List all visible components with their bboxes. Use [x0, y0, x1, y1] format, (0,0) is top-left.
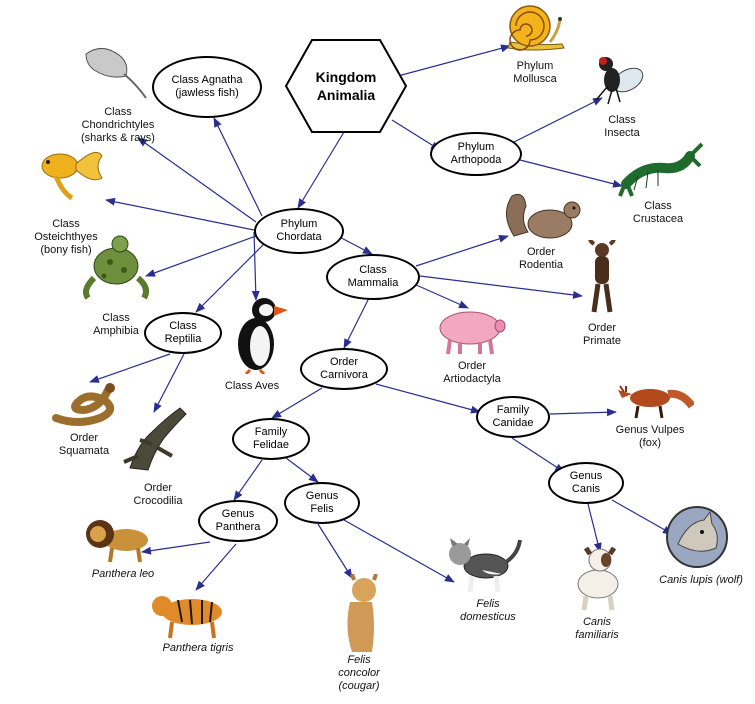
- cat-icon: [449, 538, 522, 593]
- label-class-amphibia: Class Amphibia: [93, 312, 139, 337]
- label-class-osteichthyes: Class Osteichthyes (bony fish): [34, 218, 98, 256]
- crayfish-icon: [618, 142, 704, 197]
- crocodile-icon: [123, 407, 187, 471]
- ray-icon: [85, 48, 147, 99]
- arrow-kingdom-chordata: [297, 131, 345, 209]
- label-canis-familiaris: Canis familiaris: [575, 616, 619, 641]
- node-family-canidae[interactable]: Family Canidae: [476, 396, 550, 438]
- wolf-icon: [666, 506, 728, 568]
- arrow-chordata-agnatha: [213, 117, 263, 217]
- arrow-chordata-chondrichthyes: [137, 137, 257, 223]
- arrow-mammalia-primate: [419, 275, 583, 299]
- node-order-carnivora[interactable]: Order Carnivora: [300, 348, 388, 390]
- label-canis-lupis: Canis lupis (wolf): [659, 574, 743, 586]
- label-felis-concolor: Felis concolor (cougar): [338, 654, 380, 692]
- arrow-chordata-amphibia: [145, 235, 257, 277]
- node-family-felidae[interactable]: Family Felidae: [232, 418, 310, 460]
- arrow-canidae-vulpes: [549, 408, 617, 417]
- node-genus-panthera[interactable]: Genus Panthera: [198, 500, 278, 542]
- arrow-carnivora-canidae: [375, 383, 481, 414]
- arrow-reptilia-squamata: [89, 353, 171, 383]
- tiger-icon: [152, 596, 222, 639]
- lion-icon: [86, 520, 148, 563]
- pig-icon: [439, 311, 506, 355]
- label-class-insecta: Class Insecta: [604, 114, 640, 139]
- label-order-crocodilia: Order Crocodilia: [133, 482, 183, 507]
- arrow-kingdom-mollusca: [397, 44, 511, 77]
- arrow-chordata-aves: [251, 231, 260, 301]
- kingdom-hexagon: [284, 39, 408, 133]
- label-class-crustacea: Class Crustacea: [632, 200, 684, 225]
- fly-icon: [595, 57, 644, 105]
- arrow-mammalia-rodentia: [415, 234, 509, 267]
- arrow-arthopoda-insecta: [513, 97, 603, 143]
- label-panthera-leo: Panthera leo: [91, 568, 155, 580]
- arrow-canis-familiaris: [587, 503, 602, 553]
- label-class-aves: Class Aves: [224, 380, 280, 392]
- label-order-squamata: Order Squamata: [58, 432, 110, 457]
- label-order-rodentia: Order Rodentia: [518, 246, 564, 271]
- node-genus-felis[interactable]: Genus Felis: [284, 482, 360, 524]
- cougar-cub-icon: [347, 574, 378, 652]
- arrow-chordata-osteichthyes: [105, 197, 255, 231]
- arrow-kingdom-arthopoda: [391, 119, 441, 151]
- node-class-mammalia[interactable]: Class Mammalia: [326, 254, 420, 300]
- label-genus-vulpes: Genus Vulpes (fox): [615, 424, 685, 449]
- label-felis-domesticus: Felis domesticus: [460, 598, 516, 623]
- snake-icon: [52, 383, 115, 426]
- dog-icon: [577, 546, 619, 611]
- squirrel-icon: [506, 193, 581, 239]
- node-kingdom-animalia[interactable]: Kingdom Animalia: [315, 69, 377, 103]
- arrow-reptilia-crocodilia: [153, 353, 185, 413]
- puffin-icon: [238, 298, 288, 374]
- fox-icon: [618, 385, 694, 419]
- monkey-icon: [588, 240, 616, 313]
- node-phylum-chordata[interactable]: Phylum Chordata: [254, 208, 344, 254]
- arrow-chordata-reptilia: [195, 243, 265, 313]
- goldfish-icon: [41, 151, 103, 200]
- frog-icon: [83, 235, 149, 300]
- label-order-primate: Order Primate: [583, 322, 621, 347]
- arrow-felidae-felis: [285, 457, 319, 483]
- arrow-felis-concolor: [317, 523, 353, 579]
- node-genus-canis[interactable]: Genus Canis: [548, 462, 624, 504]
- snail-icon: [507, 5, 565, 51]
- label-class-chondrichthyes: Class Chondrichtyles (sharks & rays): [81, 106, 155, 144]
- arrow-felidae-panthera: [233, 459, 263, 501]
- arrow-canidae-canis: [511, 437, 565, 473]
- label-panthera-tigris: Panthera tigris: [162, 642, 234, 654]
- label-phylum-mollusca: Phylum Mollusca: [513, 60, 557, 85]
- arrow-canis-lupus: [611, 499, 673, 535]
- label-order-artiodactyla: Order Artiodactyla: [443, 360, 501, 385]
- arrow-arthopoda-crustacea: [519, 159, 623, 188]
- node-phylum-arthopoda[interactable]: Phylum Arthopoda: [430, 132, 522, 176]
- arrow-panthera-leo: [141, 541, 211, 555]
- node-class-reptilia[interactable]: Class Reptilia: [144, 312, 222, 354]
- node-class-agnatha[interactable]: Class Agnatha (jawless fish): [152, 56, 262, 118]
- arrow-carnivora-felidae: [271, 387, 323, 419]
- arrow-felis-domesticus: [343, 519, 455, 583]
- arrow-mammalia-artiodactyla: [413, 283, 469, 309]
- arrow-mammalia-carnivora: [343, 299, 369, 349]
- arrow-panthera-tigris: [195, 543, 237, 591]
